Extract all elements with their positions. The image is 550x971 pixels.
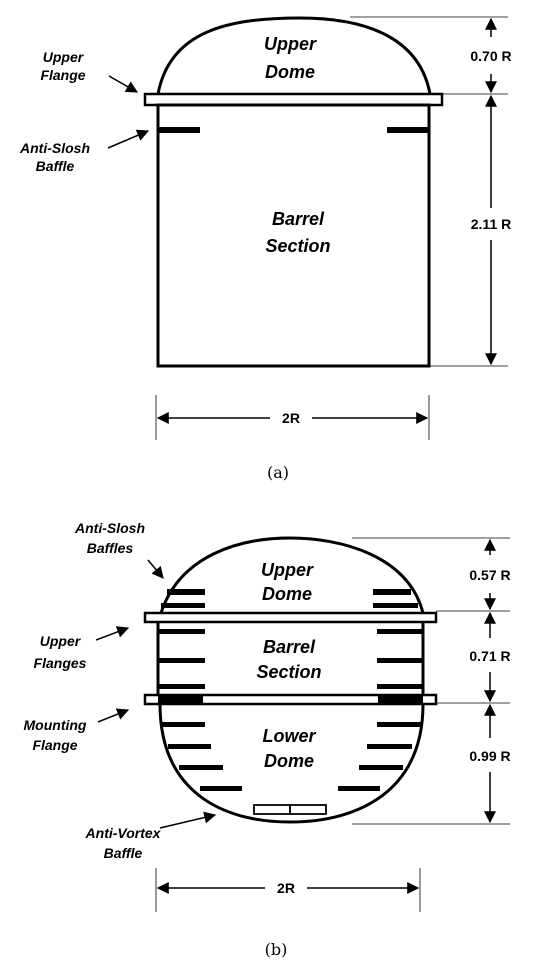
a-anti-slosh-arrow xyxy=(107,129,150,149)
b-mounting-flange-block-right xyxy=(378,694,423,705)
a-barrel-label-1: Barrel xyxy=(272,209,325,229)
b-upper-dome-label-2: Dome xyxy=(262,584,312,604)
b-anti-vortex-right xyxy=(289,804,327,815)
diagram-b: Upper Dome Barrel Section Lower Dome Ant… xyxy=(24,520,511,959)
b-lower-dome-label-2: Dome xyxy=(264,751,314,771)
b-baffle-br-l2 xyxy=(158,658,205,663)
b-baffle-br-l3 xyxy=(158,684,205,689)
b-baffle-br-r3 xyxy=(377,684,423,689)
b-baffle-ud-r2 xyxy=(373,603,418,608)
b-lower-dome-shape xyxy=(158,703,425,824)
b-anti-slosh-label-1: Anti-Slosh xyxy=(74,520,145,536)
b-baffle-br-r1 xyxy=(377,629,423,634)
a-upper-flange-shape xyxy=(143,92,444,107)
a-dim-barrel-label: 2.11 R xyxy=(471,216,511,232)
b-dim-ud-label: 0.57 R xyxy=(469,567,510,583)
a-barrel-shape xyxy=(156,103,431,368)
a-dim-dome-label: 0.70 R xyxy=(470,48,511,64)
b-baffle-ud-l1 xyxy=(167,589,205,595)
b-width-label: 2R xyxy=(277,880,295,896)
b-dim-ld-label: 0.99 R xyxy=(469,748,510,764)
b-barrel-label-2: Section xyxy=(256,662,321,682)
b-baffle-ld-r3 xyxy=(359,765,403,770)
a-caption: (a) xyxy=(267,463,289,482)
a-anti-slosh-label-1: Anti-Slosh xyxy=(19,140,90,156)
b-dim-br-label: 0.71 R xyxy=(469,648,510,664)
a-upper-dome-label-2: Dome xyxy=(265,62,315,82)
a-baffle-right xyxy=(387,127,429,133)
a-barrel-label-2: Section xyxy=(265,236,330,256)
b-baffle-ld-l4 xyxy=(200,786,242,791)
b-anti-slosh-label-2: Baffles xyxy=(87,540,134,556)
b-anti-slosh-arrow xyxy=(147,559,164,579)
b-baffle-ld-r1 xyxy=(377,722,421,727)
b-upper-flange-shape xyxy=(143,611,438,624)
a-upper-dome-label-1: Upper xyxy=(264,34,317,54)
b-anti-vortex-label-1: Anti-Vortex xyxy=(85,825,162,841)
b-mounting-flange-shape xyxy=(143,693,438,706)
b-lower-dome-label-1: Lower xyxy=(262,726,316,746)
b-mounting-flange-block-left xyxy=(158,694,203,705)
b-baffle-ld-l2 xyxy=(168,744,211,749)
b-mounting-flange-label-1: Mounting xyxy=(24,717,87,733)
a-upper-dome-shape xyxy=(156,16,432,95)
b-upper-flanges-label-1: Upper xyxy=(40,633,82,649)
b-baffle-ld-r4 xyxy=(338,786,380,791)
b-barrel-label-1: Barrel xyxy=(263,637,316,657)
a-upper-flange-arrow xyxy=(108,75,139,93)
b-mounting-flange-label-2: Flange xyxy=(32,737,77,753)
b-caption: (b) xyxy=(265,940,288,959)
b-upper-dome-label-1: Upper xyxy=(261,560,314,580)
b-mounting-flange-arrow xyxy=(97,708,130,723)
a-baffle-left xyxy=(158,127,200,133)
b-upper-dome-shape xyxy=(159,536,425,614)
b-anti-vortex-label-2: Baffle xyxy=(104,845,143,861)
a-upper-flange-label-2: Flange xyxy=(40,67,85,83)
b-baffle-ld-r2 xyxy=(367,744,412,749)
a-anti-slosh-label-2: Baffle xyxy=(36,158,75,174)
b-baffle-ud-r1 xyxy=(373,589,411,595)
b-upper-flanges-label-2: Flanges xyxy=(34,655,87,671)
a-upper-flange-label-1: Upper xyxy=(43,49,85,65)
b-baffle-ud-l2 xyxy=(161,603,205,608)
b-baffle-br-r2 xyxy=(377,658,423,663)
b-baffle-ld-l1 xyxy=(162,722,205,727)
b-baffle-ld-l3 xyxy=(179,765,223,770)
b-anti-vortex-left xyxy=(253,804,291,815)
diagram-a: Upper Dome Barrel Section Upper Flange A… xyxy=(19,16,512,482)
a-width-label: 2R xyxy=(282,410,300,426)
b-anti-vortex-arrow xyxy=(159,811,217,829)
b-baffle-br-l1 xyxy=(158,629,205,634)
b-upper-flanges-arrow xyxy=(95,626,130,641)
